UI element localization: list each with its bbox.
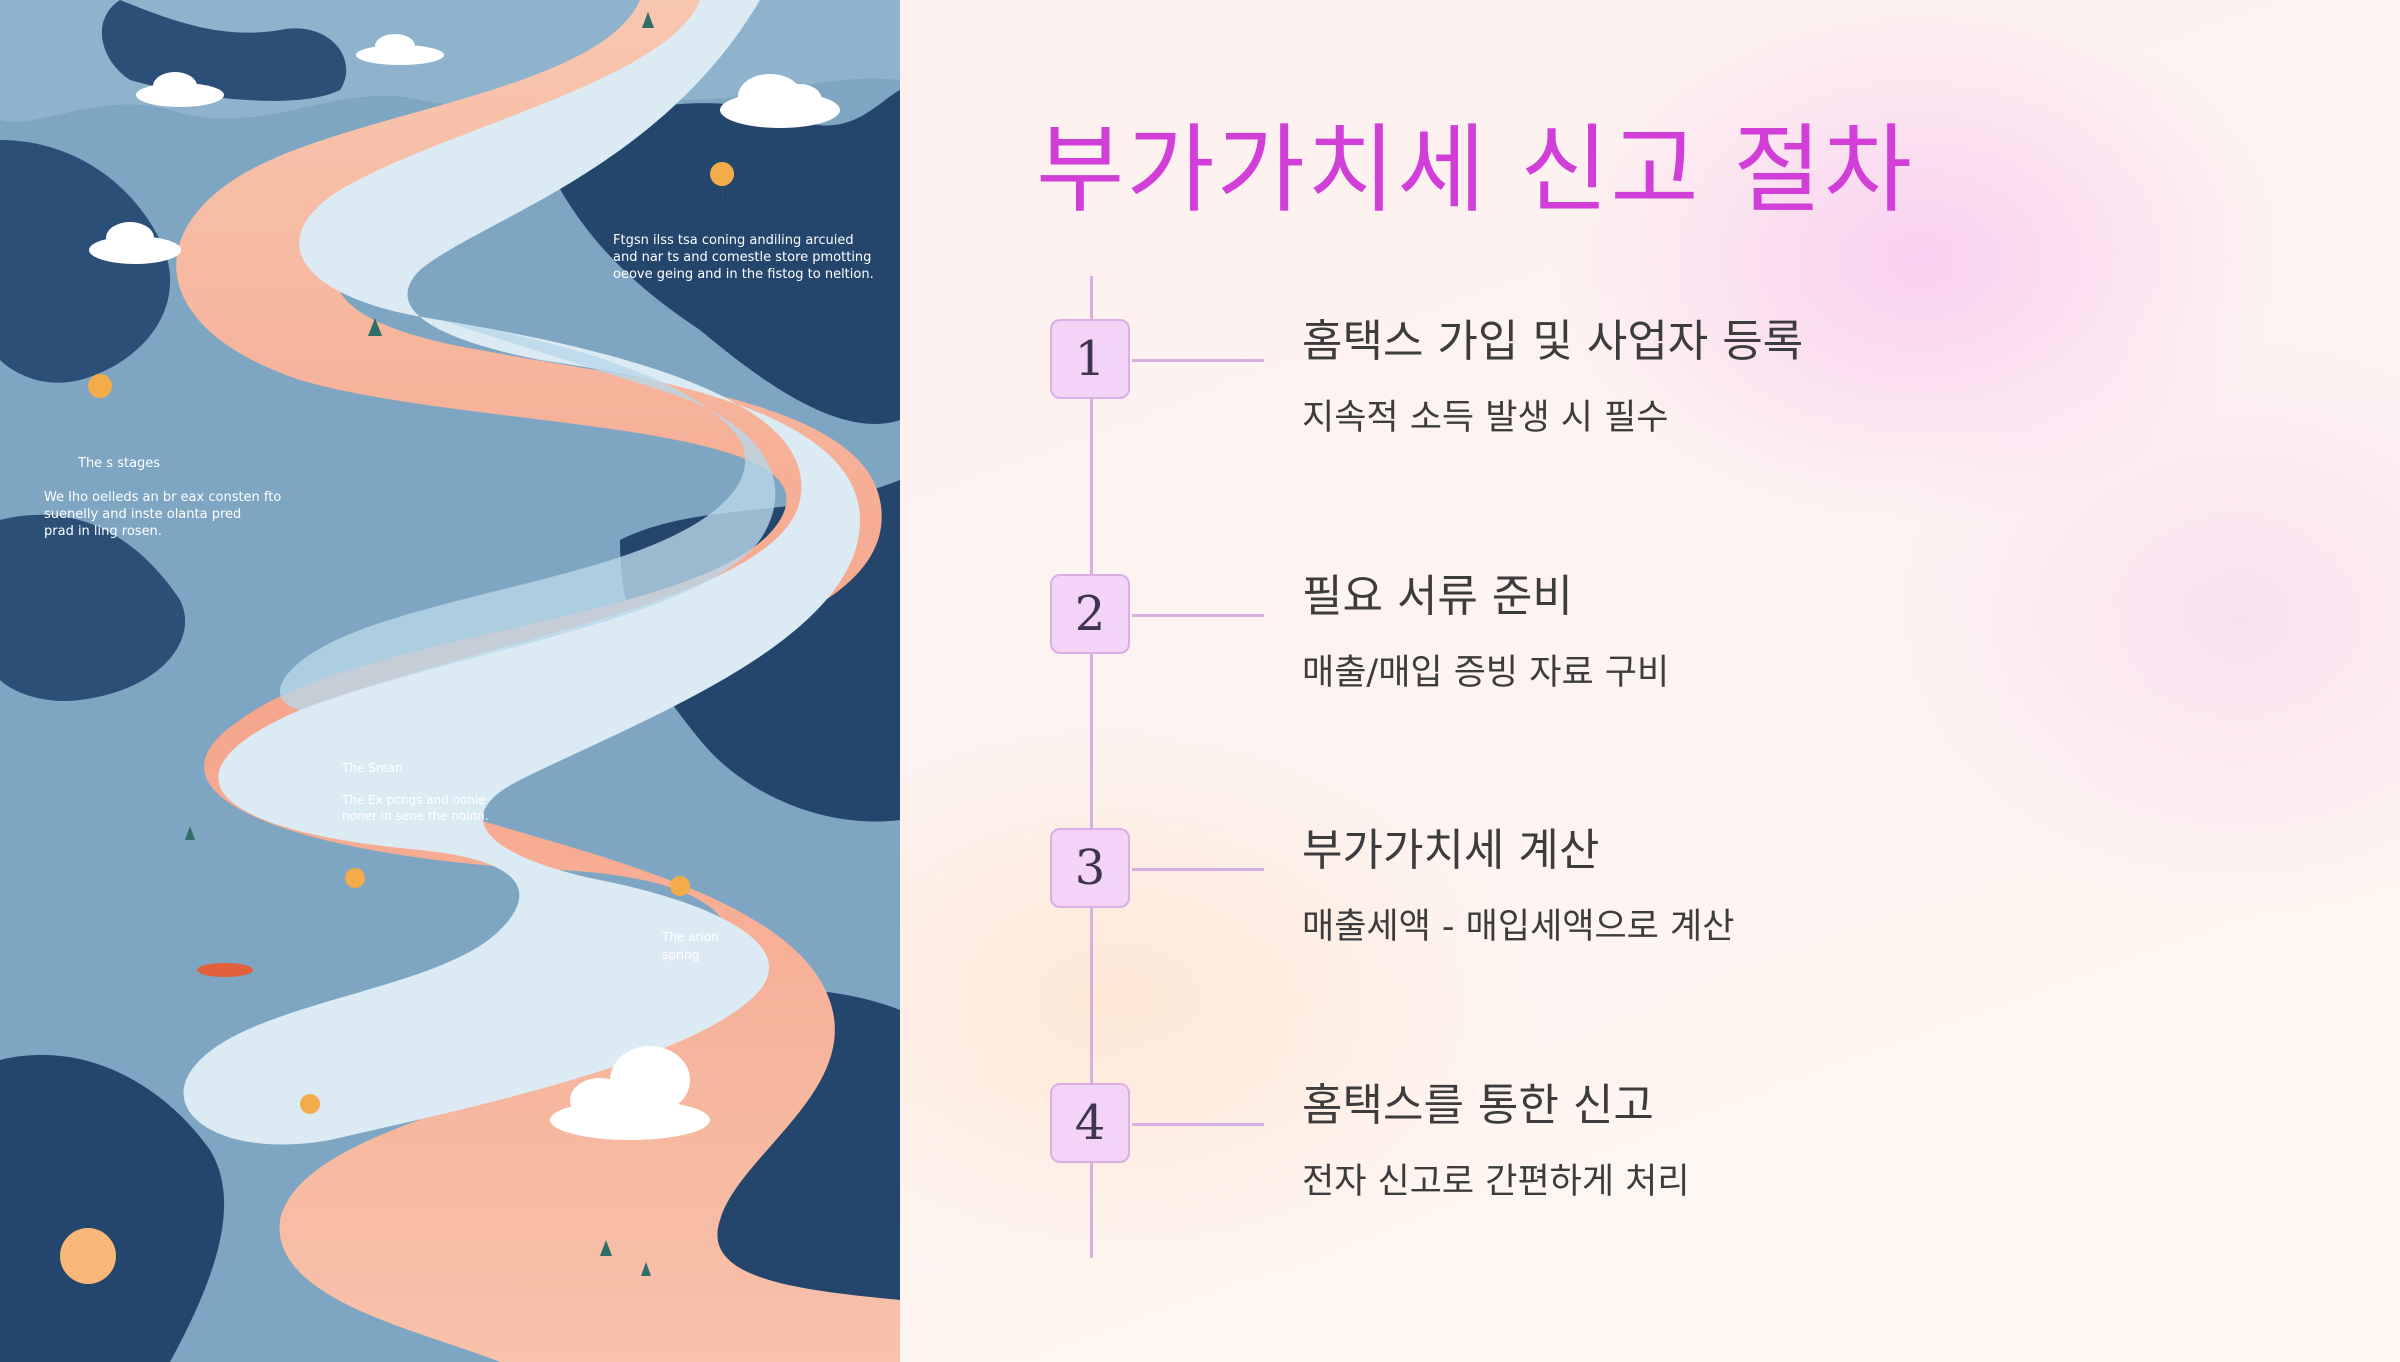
- step-connector: [1132, 359, 1264, 362]
- content-panel: 부가가치세 신고 절차 1 홈택스 가입 및 사업자 등록 지속적 소득 발생 …: [900, 0, 2400, 1362]
- step-connector: [1132, 614, 1264, 617]
- step-1: 1 홈택스 가입 및 사업자 등록 지속적 소득 발생 시 필수: [900, 279, 2400, 479]
- step-number-badge: 1: [1050, 319, 1130, 399]
- step-description: 매출/매입 증빙 자료 구비: [1302, 653, 1670, 693]
- step-title: 필요 서류 준비: [1302, 571, 1573, 622]
- step-4: 4 홈택스를 통한 신고 전자 신고로 간편하게 처리: [900, 1043, 2400, 1243]
- step-title: 홈택스를 통한 신고: [1302, 1080, 1654, 1131]
- illustration-note-left-body: We lho oelleds an br eax consten fto sue…: [44, 490, 282, 539]
- timeline-line: [1090, 276, 1093, 1258]
- illustration-note-top: Ftgsn ilss tsa coning andiling arcuied a…: [613, 233, 874, 282]
- illustration-note-middle: The Srean The Ex pcngs and oonie noner i…: [342, 744, 489, 824]
- illustration-note-middle-heading: The Srean: [342, 761, 403, 775]
- step-number-badge: 2: [1050, 574, 1130, 654]
- step-number-badge: 4: [1050, 1083, 1130, 1163]
- step-description: 매출세액 - 매입세액으로 계산: [1302, 907, 1735, 947]
- step-2: 2 필요 서류 준비 매출/매입 증빙 자료 구비: [900, 534, 2400, 734]
- step-number-badge: 3: [1050, 828, 1130, 908]
- step-description: 전자 신고로 간편하게 처리: [1302, 1162, 1690, 1202]
- river-landscape-graphic: [0, 0, 900, 1362]
- step-connector: [1132, 1123, 1264, 1126]
- step-title: 홈택스 가입 및 사업자 등록: [1302, 316, 1804, 367]
- step-title: 부가가치세 계산: [1302, 825, 1600, 876]
- step-connector: [1132, 868, 1264, 871]
- illustration-note-left: The s stages We lho oelleds an br eax co…: [44, 438, 281, 540]
- step-description: 지속적 소득 발생 시 필수: [1302, 398, 1669, 438]
- illustration-note-left-heading: The s stages: [78, 456, 161, 471]
- illustration-note-middle-body: The Ex pcngs and oonie noner in sene the…: [342, 793, 489, 823]
- slide-title: 부가가치세 신고 절차: [1036, 114, 1914, 226]
- step-3: 3 부가가치세 계산 매출세액 - 매입세액으로 계산: [900, 788, 2400, 988]
- winding-river-illustration: Ftgsn ilss tsa coning andiling arcuied a…: [0, 0, 900, 1362]
- illustration-note-right: The arion spring: [662, 930, 719, 962]
